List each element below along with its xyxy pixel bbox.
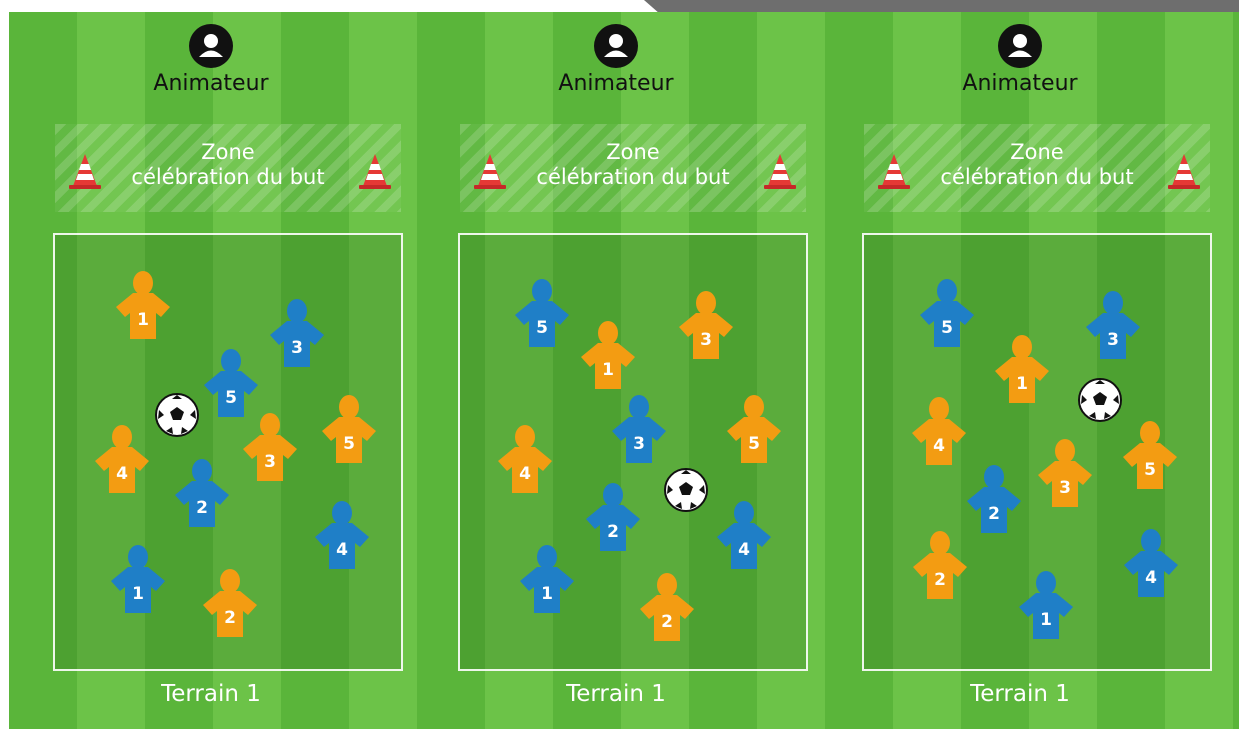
player-number: 5 [1121, 460, 1179, 480]
player: 5 [725, 391, 783, 465]
player-number: 1 [518, 584, 576, 604]
field-background: Animateur Zone célébration du but 1 3 5 … [9, 12, 1239, 729]
animateur-avatar-icon [998, 24, 1042, 68]
player: 1 [579, 317, 637, 391]
animateur-avatar-icon [594, 24, 638, 68]
player: 1 [518, 541, 576, 615]
player: 4 [313, 497, 371, 571]
player-number: 2 [965, 504, 1023, 524]
player-number: 4 [496, 464, 554, 484]
player-number: 1 [1017, 610, 1075, 630]
player: 4 [1122, 525, 1180, 599]
player: 4 [496, 421, 554, 495]
cone-icon [357, 152, 393, 190]
zone-title: Zone [864, 140, 1210, 165]
cone-icon [762, 152, 798, 190]
soccer-ball-icon [663, 467, 709, 513]
player: 5 [513, 275, 571, 349]
player-number: 3 [677, 330, 735, 350]
zone-subtitle: célébration du but [55, 165, 401, 190]
player-number: 5 [202, 388, 260, 408]
pitch-area: 5 3 1 4 3 5 2 2 4 1 [862, 233, 1212, 671]
panel-2: Animateur Zone célébration du but 5 3 1 … [414, 12, 818, 729]
panel-3: Animateur Zone célébration du but 5 3 1 … [818, 12, 1222, 729]
player: 5 [320, 391, 378, 465]
player-number: 5 [918, 318, 976, 338]
player: 4 [910, 393, 968, 467]
animateur-marker: Animateur [9, 24, 413, 96]
player: 4 [93, 421, 151, 495]
player: 1 [1017, 567, 1075, 641]
player: 1 [114, 267, 172, 341]
player: 2 [584, 479, 642, 553]
player-number: 4 [910, 436, 968, 456]
player-number: 5 [513, 318, 571, 338]
animateur-label: Animateur [818, 71, 1222, 96]
pitch-area: 5 3 1 4 3 5 2 4 1 2 [458, 233, 808, 671]
player-number: 2 [201, 608, 259, 628]
player-number: 4 [715, 540, 773, 560]
animateur-marker: Animateur [818, 24, 1222, 96]
zone-title: Zone [55, 140, 401, 165]
animateur-label: Animateur [9, 71, 413, 96]
player-number: 2 [638, 612, 696, 632]
player: 5 [1121, 417, 1179, 491]
player-number: 3 [1084, 330, 1142, 350]
player-number: 1 [114, 310, 172, 330]
player-number: 3 [268, 338, 326, 358]
player-number: 1 [993, 374, 1051, 394]
player-number: 1 [109, 584, 167, 604]
player: 3 [677, 287, 735, 361]
player-number: 2 [911, 570, 969, 590]
player-number: 2 [173, 498, 231, 518]
animateur-avatar-icon [189, 24, 233, 68]
terrain-label: Terrain 1 [818, 681, 1222, 707]
animateur-label: Animateur [414, 71, 818, 96]
player: 2 [201, 565, 259, 639]
player: 5 [918, 275, 976, 349]
goal-celebration-zone: Zone célébration du but [460, 124, 806, 212]
player: 3 [268, 295, 326, 369]
player: 3 [1084, 287, 1142, 361]
soccer-ball-icon [154, 392, 200, 438]
player-number: 2 [584, 522, 642, 542]
player-number: 4 [313, 540, 371, 560]
player: 4 [715, 497, 773, 571]
player-number: 4 [1122, 568, 1180, 588]
terrain-label: Terrain 1 [9, 681, 413, 707]
goal-celebration-zone: Zone célébration du but [864, 124, 1210, 212]
player: 3 [241, 409, 299, 483]
player: 5 [202, 345, 260, 419]
player: 3 [1036, 435, 1094, 509]
player-number: 4 [93, 464, 151, 484]
player: 3 [610, 391, 668, 465]
zone-subtitle: célébration du but [460, 165, 806, 190]
terrain-label: Terrain 1 [414, 681, 818, 707]
player: 1 [993, 331, 1051, 405]
zone-subtitle: célébration du but [864, 165, 1210, 190]
player: 2 [638, 569, 696, 643]
goal-celebration-zone: Zone célébration du but [55, 124, 401, 212]
pitch-area: 1 3 5 4 3 5 2 4 1 2 [53, 233, 403, 671]
player: 1 [109, 541, 167, 615]
player-number: 3 [241, 452, 299, 472]
player: 2 [911, 527, 969, 601]
panel-1: Animateur Zone célébration du but 1 3 5 … [9, 12, 413, 729]
player: 2 [965, 461, 1023, 535]
player-number: 3 [610, 434, 668, 454]
zone-title: Zone [460, 140, 806, 165]
animateur-marker: Animateur [414, 24, 818, 96]
player-number: 5 [725, 434, 783, 454]
player-number: 3 [1036, 478, 1094, 498]
soccer-ball-icon [1077, 377, 1123, 423]
player: 2 [173, 455, 231, 529]
player-number: 5 [320, 434, 378, 454]
player-number: 1 [579, 360, 637, 380]
cone-icon [1166, 152, 1202, 190]
